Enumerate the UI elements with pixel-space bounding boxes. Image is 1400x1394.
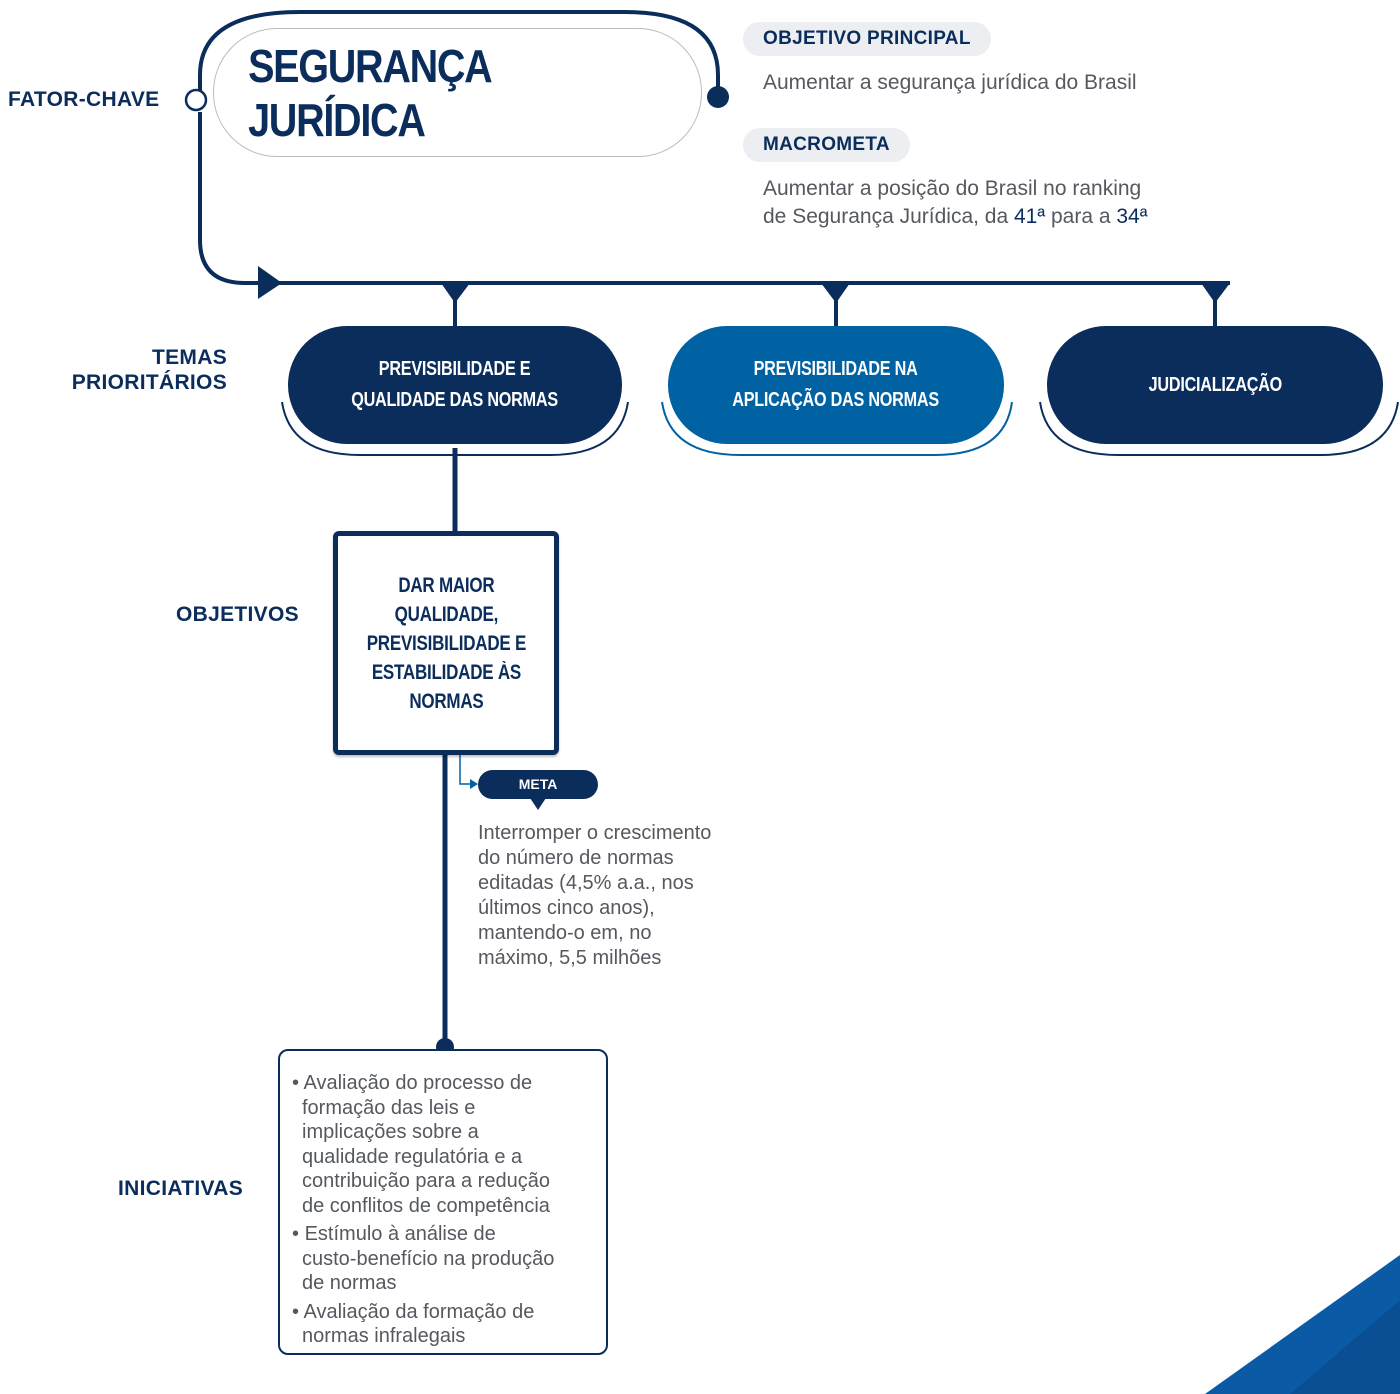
theme-previsibilidade-qualidade: PREVISIBILIDADE E QUALIDADE DAS NORMAS [288, 326, 622, 444]
theme-3-line-1: JUDICIALIZAÇÃO [1148, 373, 1282, 396]
initiative-item: • Estímulo à análise de custo-benefício … [292, 1222, 594, 1296]
arrow-right-small-icon [470, 779, 478, 789]
macrometa-middle: para a [1045, 205, 1117, 228]
theme-2-line-1: PREVISIBILIDADE NA [754, 358, 918, 380]
initiative-3-line-2: normas infralegais [302, 1325, 466, 1347]
temas-label-line-2: PRIORITÁRIOS [71, 371, 227, 394]
arrow-right-icon [258, 266, 282, 299]
fator-chave-node-icon [184, 88, 208, 112]
initiative-1-line-3: implicações sobre a [302, 1121, 479, 1143]
macrometa-line-1: Aumentar a posição do Brasil no ranking [763, 177, 1142, 200]
initiative-2-line-1: Estímulo à análise de [304, 1223, 496, 1245]
macrometa-tag: MACROMETA [743, 128, 910, 162]
macrometa-text: Aumentar a posição do Brasil no ranking … [763, 175, 1148, 231]
arrow-down-icon [441, 283, 470, 303]
bullet-icon: • [292, 1223, 300, 1245]
temas-label: TEMAS PRIORITÁRIOS [20, 345, 227, 395]
arrow-down-icon [821, 283, 850, 303]
macrometa-line-2: de Segurança Jurídica, da 41ª para a 34ª [763, 203, 1148, 231]
meta-line-6: máximo, 5,5 milhões [478, 947, 662, 969]
meta-tag: META [478, 770, 598, 799]
theme-1-line-2: QUALIDADE DAS NORMAS [351, 389, 559, 411]
theme-3-swoosh [1039, 401, 1399, 456]
macrometa-from-rank: 41ª [1014, 205, 1046, 228]
initiative-2-line-3: de normas [302, 1272, 397, 1294]
initiative-1-line-1: Avaliação do processo de [303, 1072, 533, 1094]
arrow-down-small-icon [530, 798, 546, 810]
objetivo-principal-text: Aumentar a segurança jurídica do Brasil [763, 71, 1137, 94]
objetivos-label: OBJETIVOS [176, 603, 299, 626]
initiative-item: • Avaliação da formação de normas infral… [292, 1300, 594, 1349]
theme-previsibilidade-aplicacao: PREVISIBILIDADE NA APLICAÇÃO DAS NORMAS [668, 326, 1004, 444]
meta-branch-line [459, 748, 472, 785]
objective-line-2: QUALIDADE, [394, 602, 498, 626]
initiative-2-line-2: custo-benefício na produção [302, 1247, 555, 1270]
main-title-pill: SEGURANÇA JURÍDICA [213, 28, 702, 157]
objetivo-node-icon [707, 86, 729, 108]
theme-2-swoosh [661, 401, 1013, 456]
bullet-icon: • [292, 1300, 300, 1323]
initiative-3-line-1: Avaliação da formação de [303, 1300, 535, 1323]
corner-decoration-shade [1290, 1300, 1400, 1394]
bullet-icon: • [292, 1072, 300, 1094]
initiative-1-line-6: de conflitos de competência [302, 1194, 550, 1217]
meta-line-2: do número de normas [478, 847, 674, 869]
macrometa-to-rank: 34ª [1116, 205, 1148, 228]
meta-line-1: Interromper o crescimento [478, 822, 712, 844]
initiative-1-line-4: qualidade regulatória e a [302, 1145, 523, 1168]
fator-chave-label: FATOR-CHAVE [8, 88, 160, 111]
objective-line-3: PREVISIBILIDADE E [366, 631, 526, 655]
meta-line-5: mantendo-o em, no [478, 922, 652, 944]
objective-line-1: DAR MAIOR [397, 573, 495, 597]
objective-line-4: ESTABILIDADE ÀS [371, 660, 521, 684]
meta-text: Interromper o crescimento do número de n… [478, 821, 768, 971]
theme-judicializacao: JUDICIALIZAÇÃO [1047, 326, 1383, 444]
macrometa-line-2-prefix: de Segurança Jurídica, da [763, 205, 1014, 228]
objective-box: DAR MAIOR QUALIDADE, PREVISIBILIDADE E E… [333, 531, 559, 755]
objective-line-5: NORMAS [408, 689, 484, 713]
main-bracket-top [198, 10, 720, 100]
theme-2-line-2: APLICAÇÃO DAS NORMAS [732, 389, 940, 411]
iniciativas-label: INICIATIVAS [118, 1177, 244, 1200]
meta-line-3: editadas (4,5% a.a., nos [478, 872, 694, 894]
initiative-item: • Avaliação do processo de formação das … [292, 1071, 594, 1218]
main-title: SEGURANÇA JURÍDICA [248, 39, 491, 146]
temas-label-line-1: TEMAS [152, 346, 227, 369]
arrow-down-icon [1201, 283, 1230, 303]
initiative-1-line-2: formação das leis e [302, 1096, 476, 1119]
meta-line-4: últimos cinco anos), [478, 897, 655, 919]
theme-1-line-1: PREVISIBILIDADE E [379, 358, 531, 380]
initiative-1-line-5: contribuição para a redução [302, 1170, 550, 1192]
objetivo-principal-tag: OBJETIVO PRINCIPAL [743, 22, 991, 56]
initiatives-box: • Avaliação do processo de formação das … [278, 1049, 608, 1355]
main-bracket-bottom [198, 112, 1230, 285]
